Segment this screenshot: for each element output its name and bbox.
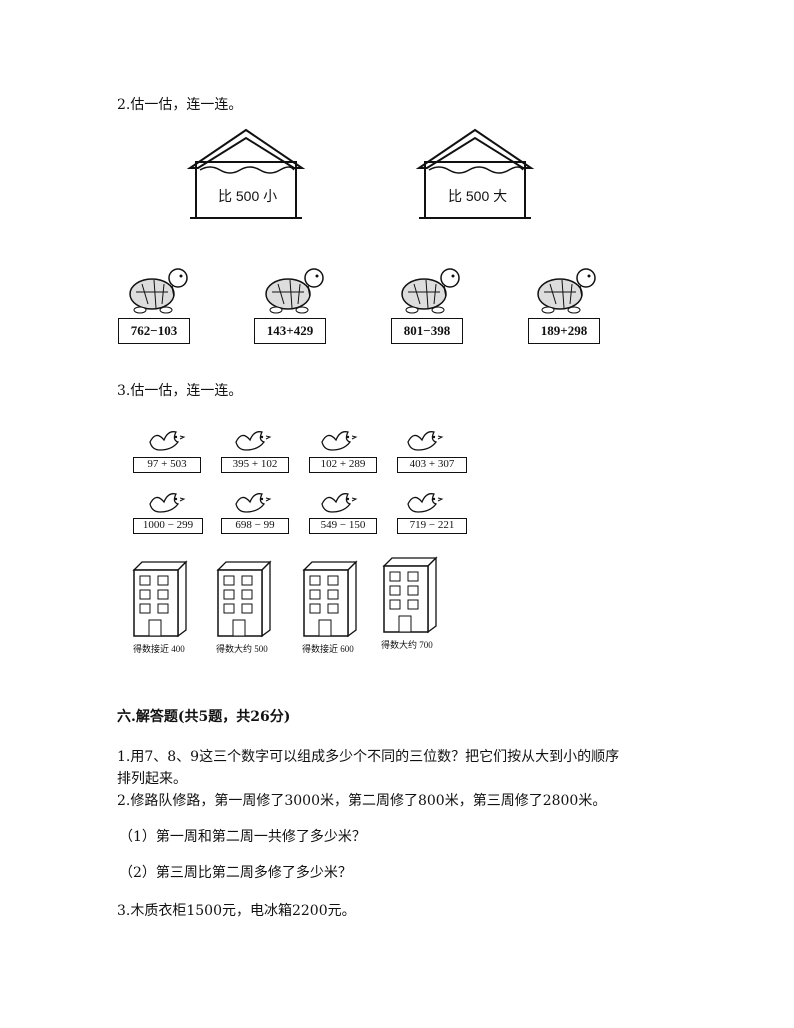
turtle-icon bbox=[129, 268, 188, 314]
problem-3: 3.木质衣柜1500元，电冰箱2200元。 bbox=[117, 903, 356, 919]
bird-label-6: 698 − 99 bbox=[221, 518, 289, 534]
bird-icon bbox=[149, 431, 186, 451]
house-icon bbox=[415, 128, 535, 219]
bird-label-2: 395 + 102 bbox=[221, 457, 289, 473]
bird-label-3: 102 + 289 bbox=[309, 457, 377, 473]
bird-icon bbox=[407, 431, 444, 451]
problem-2-sub-2: （2）第三周比第二周多修了多少米？ bbox=[119, 865, 352, 881]
building-icon bbox=[382, 556, 438, 634]
house-icon bbox=[186, 128, 306, 219]
turtle-icon bbox=[537, 268, 596, 314]
house-label-1: 比 500 小 bbox=[218, 188, 278, 204]
turtle-label-4: 189+298 bbox=[528, 318, 600, 344]
bird-label-5: 1000 − 299 bbox=[133, 518, 203, 534]
problem-1-line-1: 1.用7、8、9这三个数字可以组成多少个不同的三位数？把它们按从大到小的顺序 bbox=[117, 749, 620, 765]
bird-icon bbox=[235, 493, 272, 513]
turtle-label-3: 801−398 bbox=[391, 318, 463, 344]
turtle-icon bbox=[401, 268, 460, 314]
building-label-4: 得数大约 700 bbox=[381, 640, 433, 650]
turtle-label-1: 762−103 bbox=[118, 318, 190, 344]
building-label-2: 得数大约 500 bbox=[216, 644, 268, 654]
bird-label-1: 97 + 503 bbox=[133, 457, 201, 473]
q3-title: 3.估一估，连一连。 bbox=[117, 383, 243, 399]
q2-title: 2.估一估，连一连。 bbox=[117, 97, 243, 113]
bird-icon bbox=[235, 431, 272, 451]
building-label-3: 得数接近 600 bbox=[302, 644, 354, 654]
building-icon bbox=[216, 560, 272, 638]
section-6-title: 六.解答题(共5题，共26分) bbox=[117, 709, 291, 725]
bird-label-7: 549 − 150 bbox=[309, 518, 377, 534]
turtle-label-2: 143+429 bbox=[254, 318, 326, 344]
bird-icon bbox=[321, 493, 358, 513]
bird-icon bbox=[407, 493, 444, 513]
bird-label-4: 403 + 307 bbox=[397, 457, 467, 473]
house-label-2: 比 500 大 bbox=[448, 188, 508, 204]
bird-icon bbox=[149, 493, 186, 513]
building-icon bbox=[132, 560, 188, 638]
bird-icon bbox=[321, 431, 358, 451]
building-icon bbox=[302, 560, 358, 638]
problem-2-sub-1: （1）第一周和第二周一共修了多少米？ bbox=[119, 829, 366, 845]
problem-2: 2.修路队修路，第一周修了3000米，第二周修了800米，第三周修了2800米。 bbox=[117, 793, 607, 809]
building-label-1: 得数接近 400 bbox=[133, 644, 185, 654]
problem-1-line-2: 排列起来。 bbox=[117, 771, 187, 787]
turtle-icon bbox=[265, 268, 324, 314]
bird-label-8: 719 − 221 bbox=[397, 518, 467, 534]
